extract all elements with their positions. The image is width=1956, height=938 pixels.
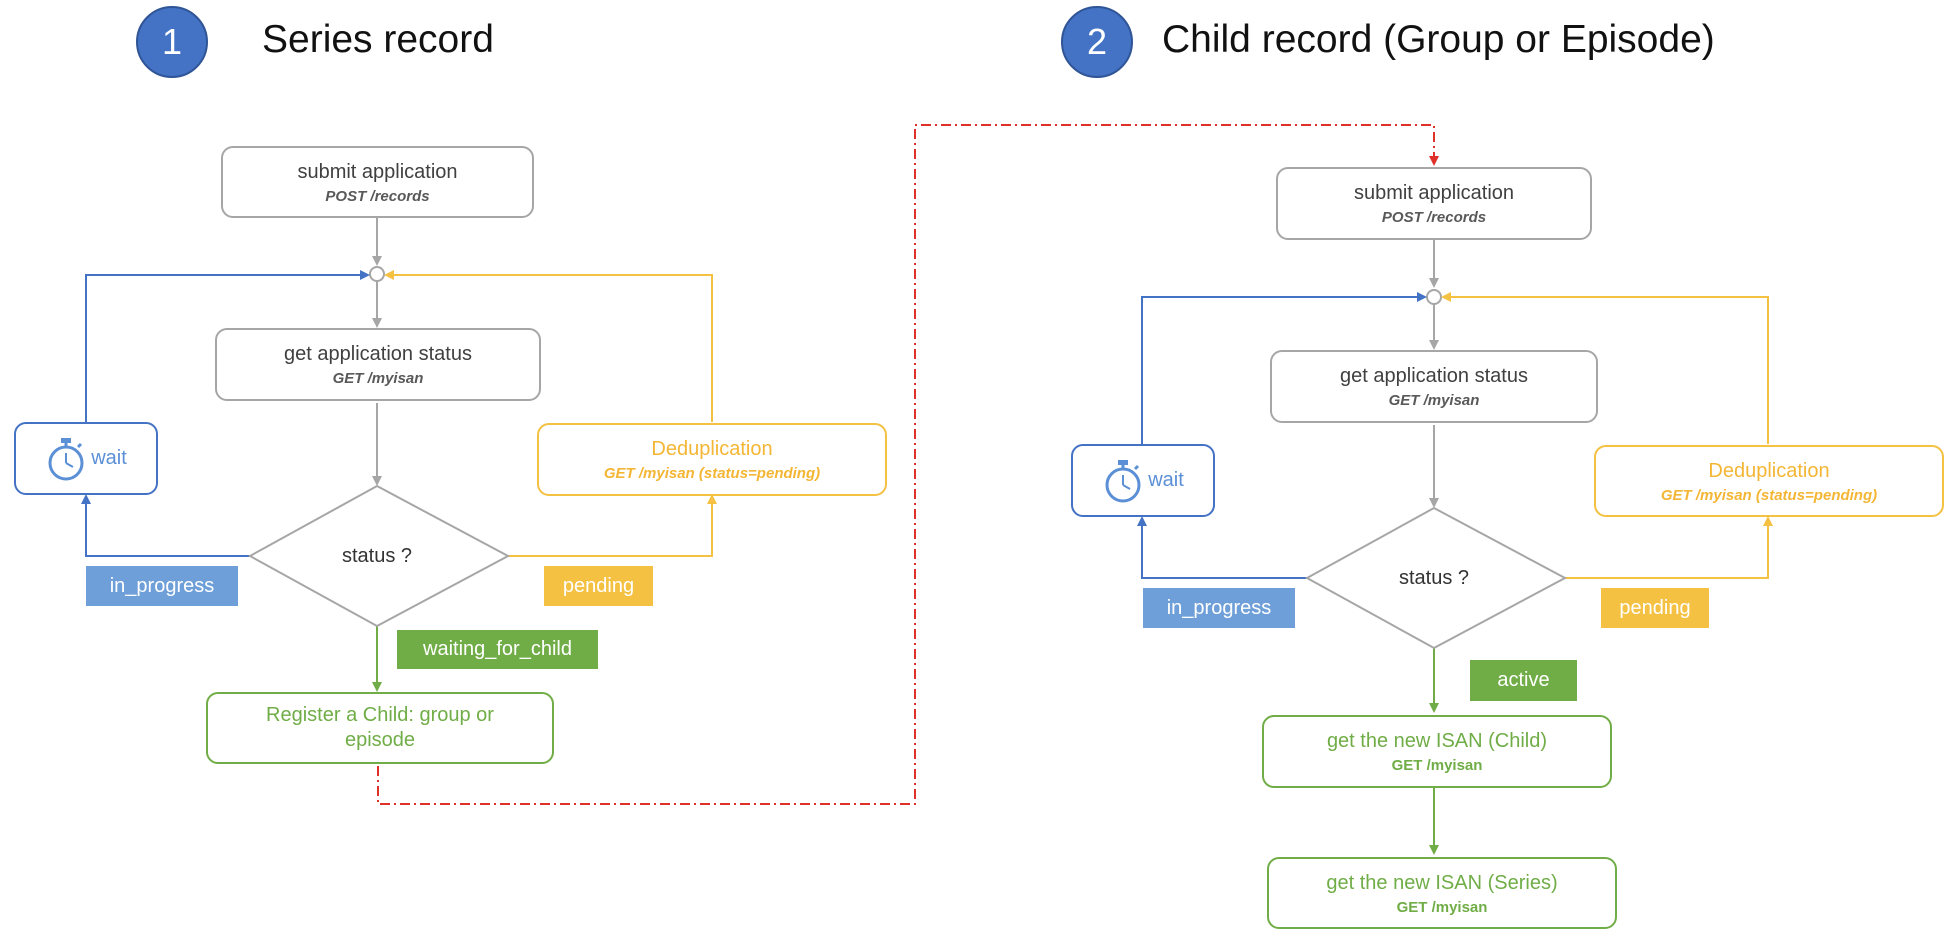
right-isan-child-endpoint: GET /myisan <box>1391 757 1483 774</box>
right-pending-badge: pending <box>1601 588 1709 628</box>
right-status-label: get application status <box>1340 365 1528 387</box>
right-decision-text: status ? <box>1398 567 1470 589</box>
left-submit-box: submit application POST /records <box>221 146 534 218</box>
right-status-endpoint: GET /myisan <box>1388 392 1480 409</box>
section-number-1: 1 <box>136 6 208 78</box>
right-wait-box: wait <box>1071 444 1215 517</box>
left-status-endpoint: GET /myisan <box>332 370 424 387</box>
section-title-series: Series record <box>262 18 494 61</box>
left-pending-badge: pending <box>544 566 653 606</box>
right-isan-series-endpoint: GET /myisan <box>1396 898 1488 916</box>
left-decision-diamond <box>247 484 511 628</box>
section-title-child: Child record (Group or Episode) <box>1162 18 1715 61</box>
stopwatch-icon <box>1102 458 1144 504</box>
right-dedup-label: Deduplication <box>1708 459 1830 482</box>
left-waiting-badge: waiting_for_child <box>397 630 598 669</box>
left-decision-text: status ? <box>341 545 413 567</box>
left-dedup-endpoint: GET /myisan (status=pending) <box>603 465 821 482</box>
left-dedup-box: Deduplication GET /myisan (status=pendin… <box>537 423 887 496</box>
right-isan-series-label: get the new ISAN (Series) <box>1326 871 1558 894</box>
section-number-2: 2 <box>1061 6 1133 78</box>
left-submit-endpoint: POST /records <box>325 187 430 205</box>
right-connectors <box>1137 240 1773 855</box>
left-dedup-label: Deduplication <box>651 438 773 460</box>
right-in-progress-badge: in_progress <box>1143 588 1295 628</box>
right-status-box: get application status GET /myisan <box>1270 350 1598 423</box>
right-submit-label: submit application <box>1353 182 1515 204</box>
right-isan-child-box: get the new ISAN (Child) GET /myisan <box>1262 715 1612 788</box>
right-submit-endpoint: POST /records <box>1381 209 1487 226</box>
left-wait-box: wait <box>14 422 158 495</box>
link-to-child-connector <box>377 124 1439 805</box>
left-register-box: Register a Child: group or episode <box>206 692 554 764</box>
left-wait-label: wait <box>91 447 127 469</box>
left-status-box: get application status GET /myisan <box>215 328 541 401</box>
right-dedup-box: Deduplication GET /myisan (status=pendin… <box>1594 445 1944 517</box>
left-submit-label: submit application <box>297 160 458 183</box>
left-in-progress-badge: in_progress <box>86 566 238 606</box>
right-isan-child-label: get the new ISAN (Child) <box>1326 730 1548 752</box>
right-isan-series-box: get the new ISAN (Series) GET /myisan <box>1267 857 1617 929</box>
right-submit-box: submit application POST /records <box>1276 167 1592 240</box>
right-active-badge: active <box>1470 660 1577 701</box>
right-wait-label: wait <box>1148 469 1184 491</box>
left-register-label: Register a Child: group or episode <box>266 704 494 751</box>
stopwatch-icon <box>45 436 87 482</box>
left-connectors <box>81 218 717 692</box>
left-status-label: get application status <box>284 343 472 365</box>
right-dedup-endpoint: GET /myisan (status=pending) <box>1660 486 1878 504</box>
right-decision-diamond <box>1304 506 1568 650</box>
